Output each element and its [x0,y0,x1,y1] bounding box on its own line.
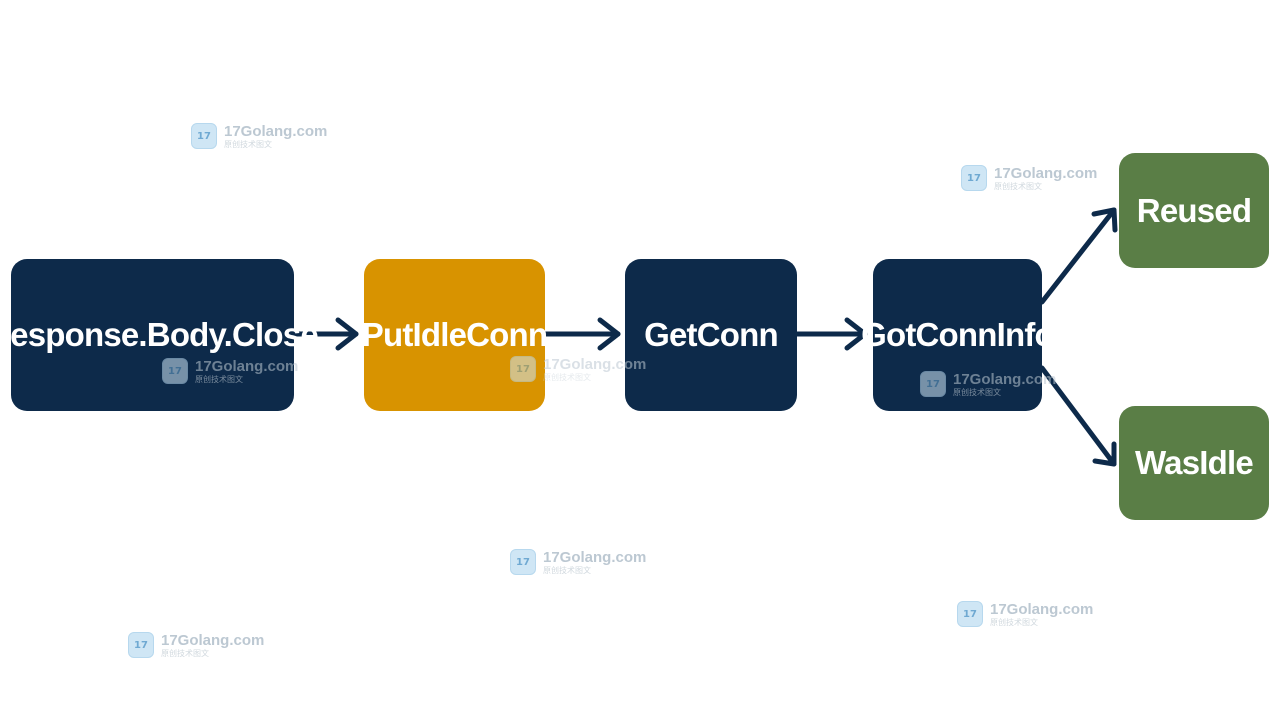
arrow-got-conn-info-to-was-idle [1039,365,1117,467]
arrow-get-conn-to-got-conn-info [794,317,868,351]
node-got-conn-info: GotConnInfo [861,259,1055,411]
node-was-idle: WasIdle [1119,406,1269,520]
node-response-body-close: Response.Body.Close [0,259,319,411]
arrow-got-conn-info-to-reused [1039,207,1118,305]
arrow-body-close-to-put-idle-conn [291,317,359,351]
node-reused: Reused [1119,153,1269,268]
arrow-put-idle-conn-to-get-conn [542,317,621,351]
node-put-idle-conn: PutIdleConn [362,259,548,411]
node-get-conn: GetConn [625,259,797,411]
